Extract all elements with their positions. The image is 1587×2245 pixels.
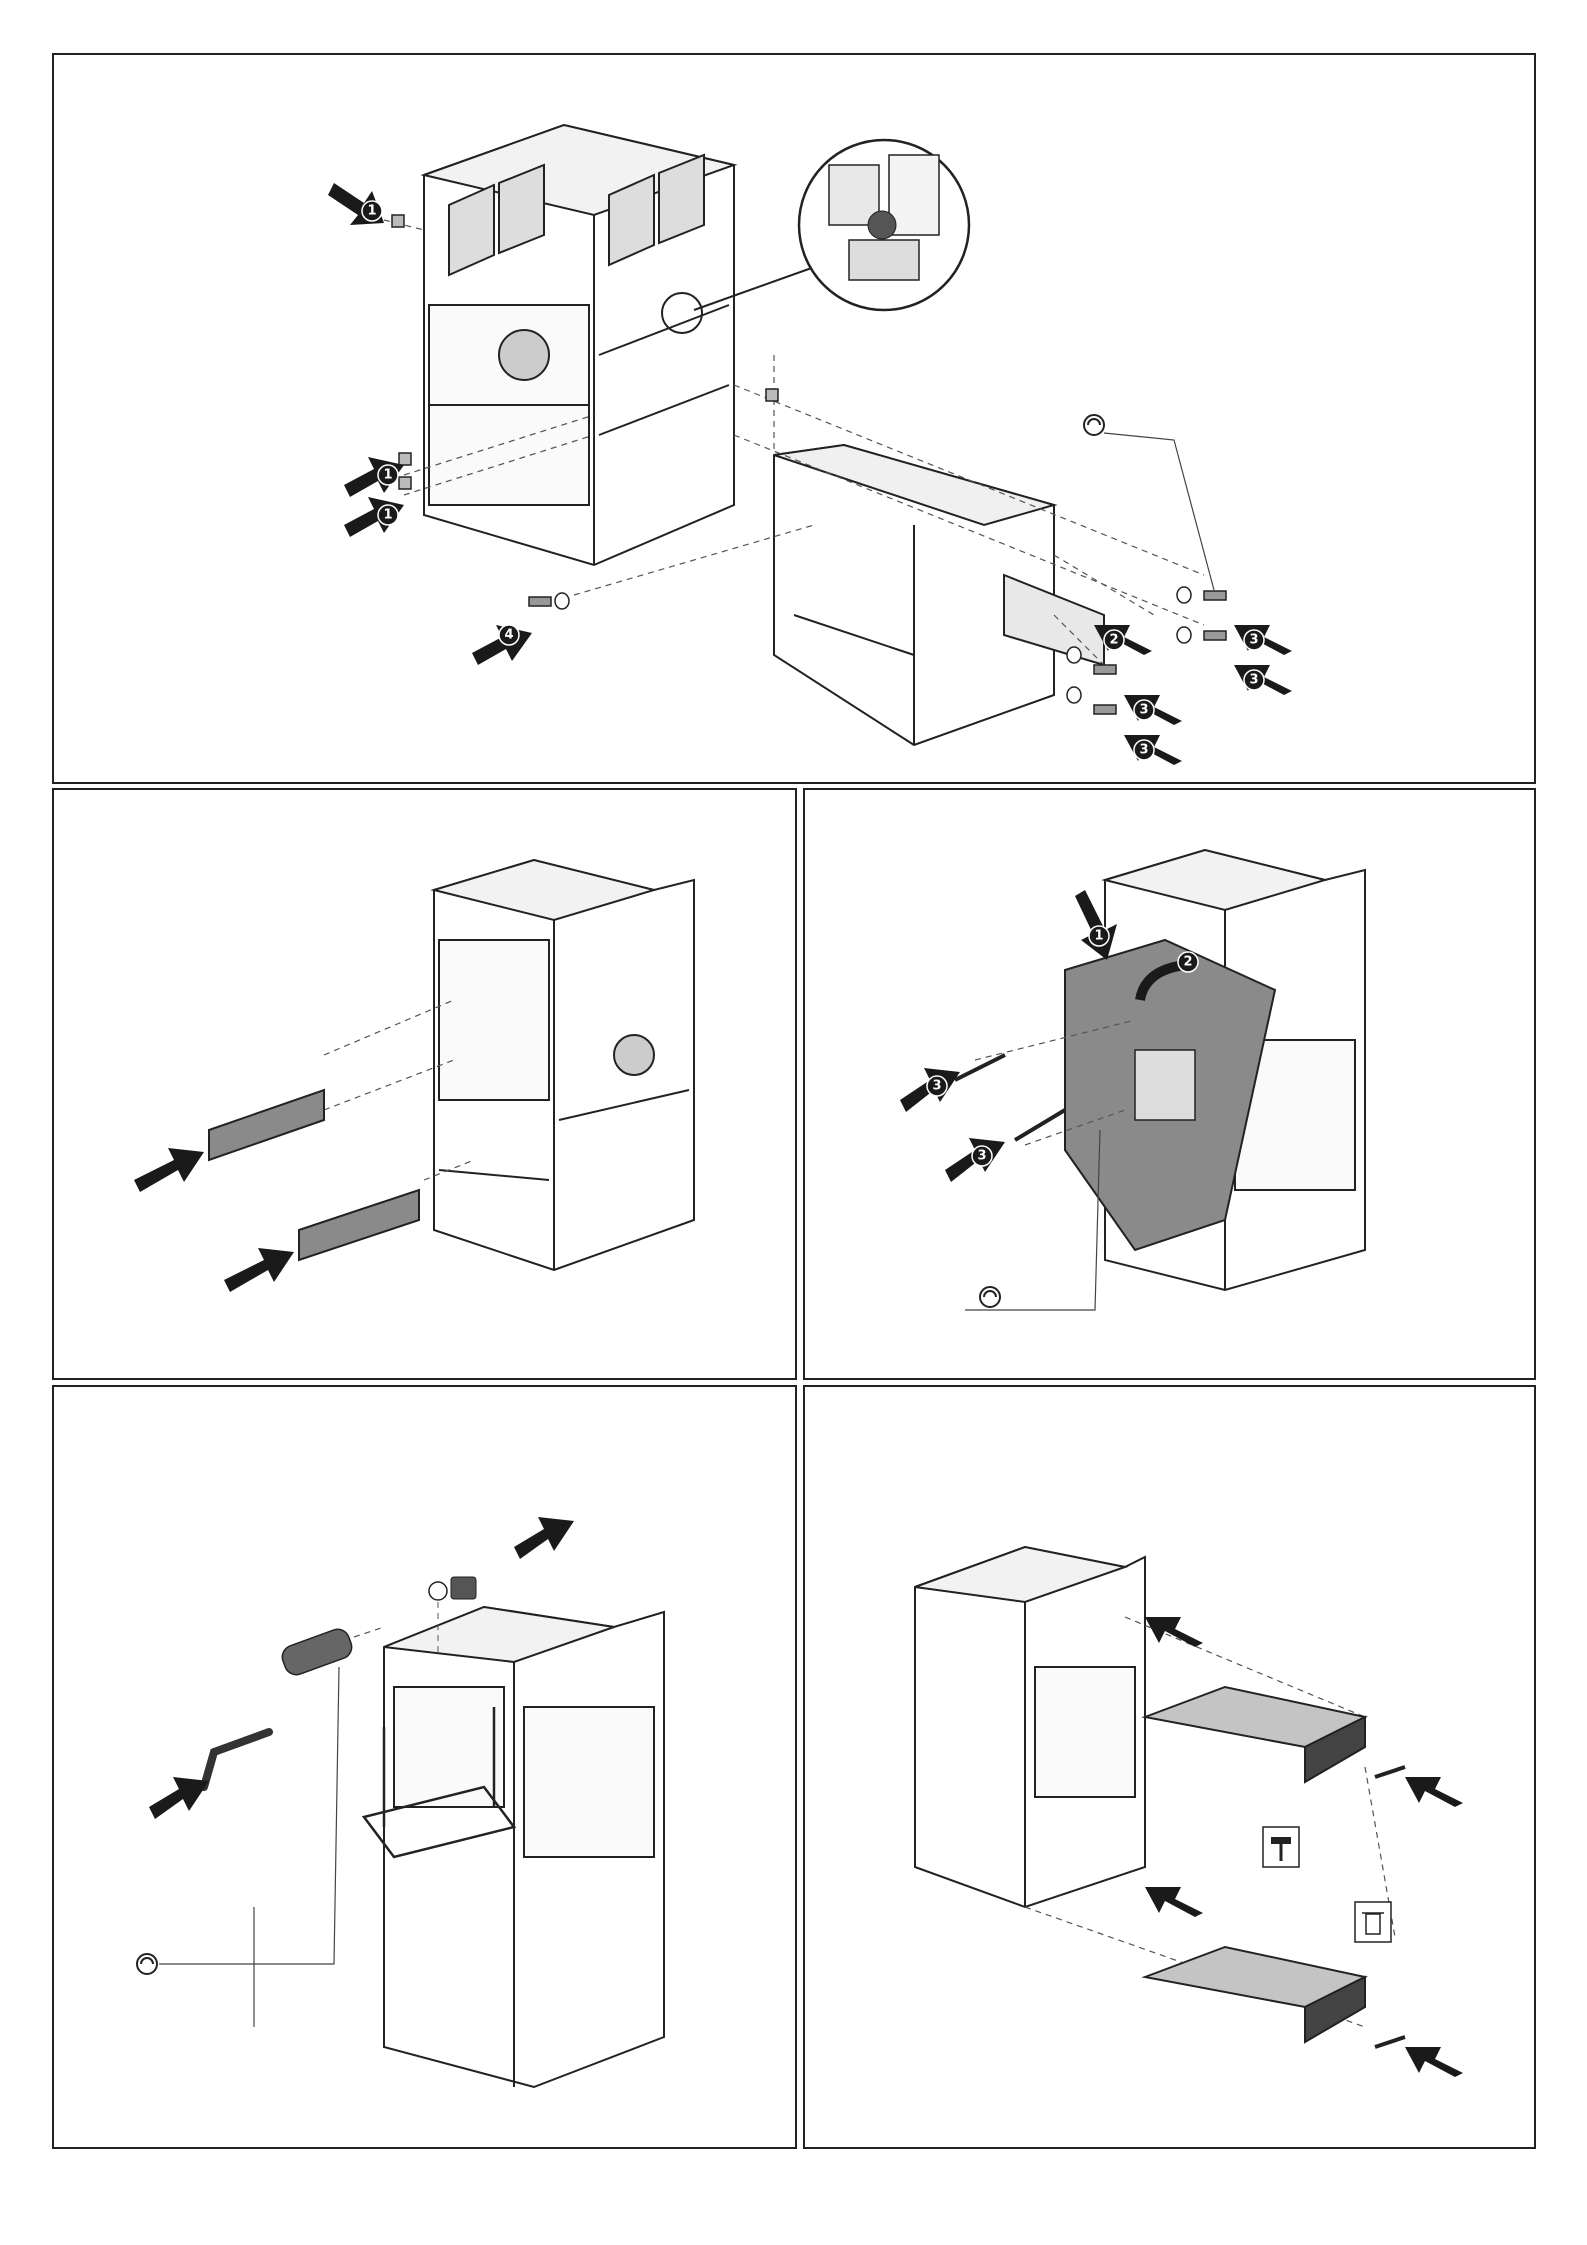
panel-5-drawing	[805, 1387, 1536, 2149]
circuit-breaker-body	[915, 1547, 1145, 1907]
circuit-breaker-body	[424, 125, 734, 565]
panel-top-assembly: 1 1 1 2 3 3 3 3 4	[52, 53, 1536, 784]
terminal-cover-top	[1145, 1687, 1365, 1782]
panel-4-drawing	[54, 1387, 797, 2149]
mounting-cradle	[774, 445, 1104, 745]
step-number: 1	[383, 508, 392, 523]
step-number: 2	[1109, 633, 1118, 648]
step-number: 3	[1249, 673, 1258, 688]
insertion-arrow-icon	[1145, 1617, 1203, 1647]
insertion-arrow-icon	[149, 1777, 209, 1819]
insertion-arrow-icon	[134, 1148, 204, 1192]
panel-terminal-covers	[803, 1385, 1536, 2149]
allen-key	[204, 1732, 269, 1787]
side-cover-plate-left	[209, 1090, 324, 1160]
step-number: 3	[1249, 633, 1258, 648]
terminal-cover-bottom	[1145, 1947, 1365, 2042]
step-arrow-1b: 1	[344, 457, 404, 497]
panel-handle-mechanism	[52, 1385, 797, 2149]
step-number: 1	[367, 204, 376, 219]
step-arrow-3b: 3	[1234, 665, 1292, 695]
step-number: 3	[1139, 743, 1148, 758]
hammer-icon	[1263, 1827, 1299, 1867]
step-arrow-1a: 1	[328, 183, 384, 225]
step-arrow-3b: 3	[945, 1138, 1005, 1182]
step-arrow-3d: 3	[1124, 735, 1182, 765]
step-arrow-1c: 1	[344, 497, 404, 537]
panel-front-cover: 1 2 3 3	[803, 788, 1536, 1380]
circuit-breaker-body	[434, 860, 694, 1270]
insertion-arrow-icon	[1405, 1777, 1463, 1807]
step-number: 1	[383, 468, 392, 483]
circuit-breaker-body	[384, 1607, 664, 2087]
step-number: 3	[932, 1079, 941, 1094]
step-number: 2	[1183, 955, 1192, 970]
insertion-arrow-icon	[224, 1248, 294, 1292]
step-number: 1	[1094, 929, 1103, 944]
torque-wrench-icon	[1084, 415, 1214, 590]
insertion-arrow-icon	[514, 1517, 574, 1559]
step-arrow-3c: 3	[1124, 695, 1182, 725]
side-cover-plate-right	[299, 1190, 419, 1260]
extension-sleeve	[279, 1626, 355, 1678]
guide-lines	[354, 1627, 384, 1637]
screw-top	[1375, 1767, 1405, 1777]
step-number: 4	[504, 628, 513, 643]
step-arrow-4: 4	[472, 625, 532, 665]
panel-side-covers	[52, 788, 797, 1380]
insertion-arrow-icon	[1145, 1887, 1203, 1917]
insertion-arrow-icon	[1405, 2047, 1463, 2077]
step-number: 3	[1139, 703, 1148, 718]
torque-wrench-icon	[137, 1667, 339, 2027]
screw-bottom	[1375, 2037, 1405, 2047]
step-arrow-3a: 3	[1234, 625, 1292, 655]
trash-bin-icon	[1355, 1902, 1391, 1942]
panel-3-drawing: 1 2 3 3	[805, 790, 1536, 1380]
screw-long	[1015, 1110, 1065, 1140]
panel-2-drawing	[54, 790, 797, 1380]
panel-1-drawing: 1 1 1 2 3 3 3 3 4	[54, 55, 1536, 784]
step-number: 3	[977, 1149, 986, 1164]
step-arrow-3a: 3	[900, 1068, 960, 1112]
